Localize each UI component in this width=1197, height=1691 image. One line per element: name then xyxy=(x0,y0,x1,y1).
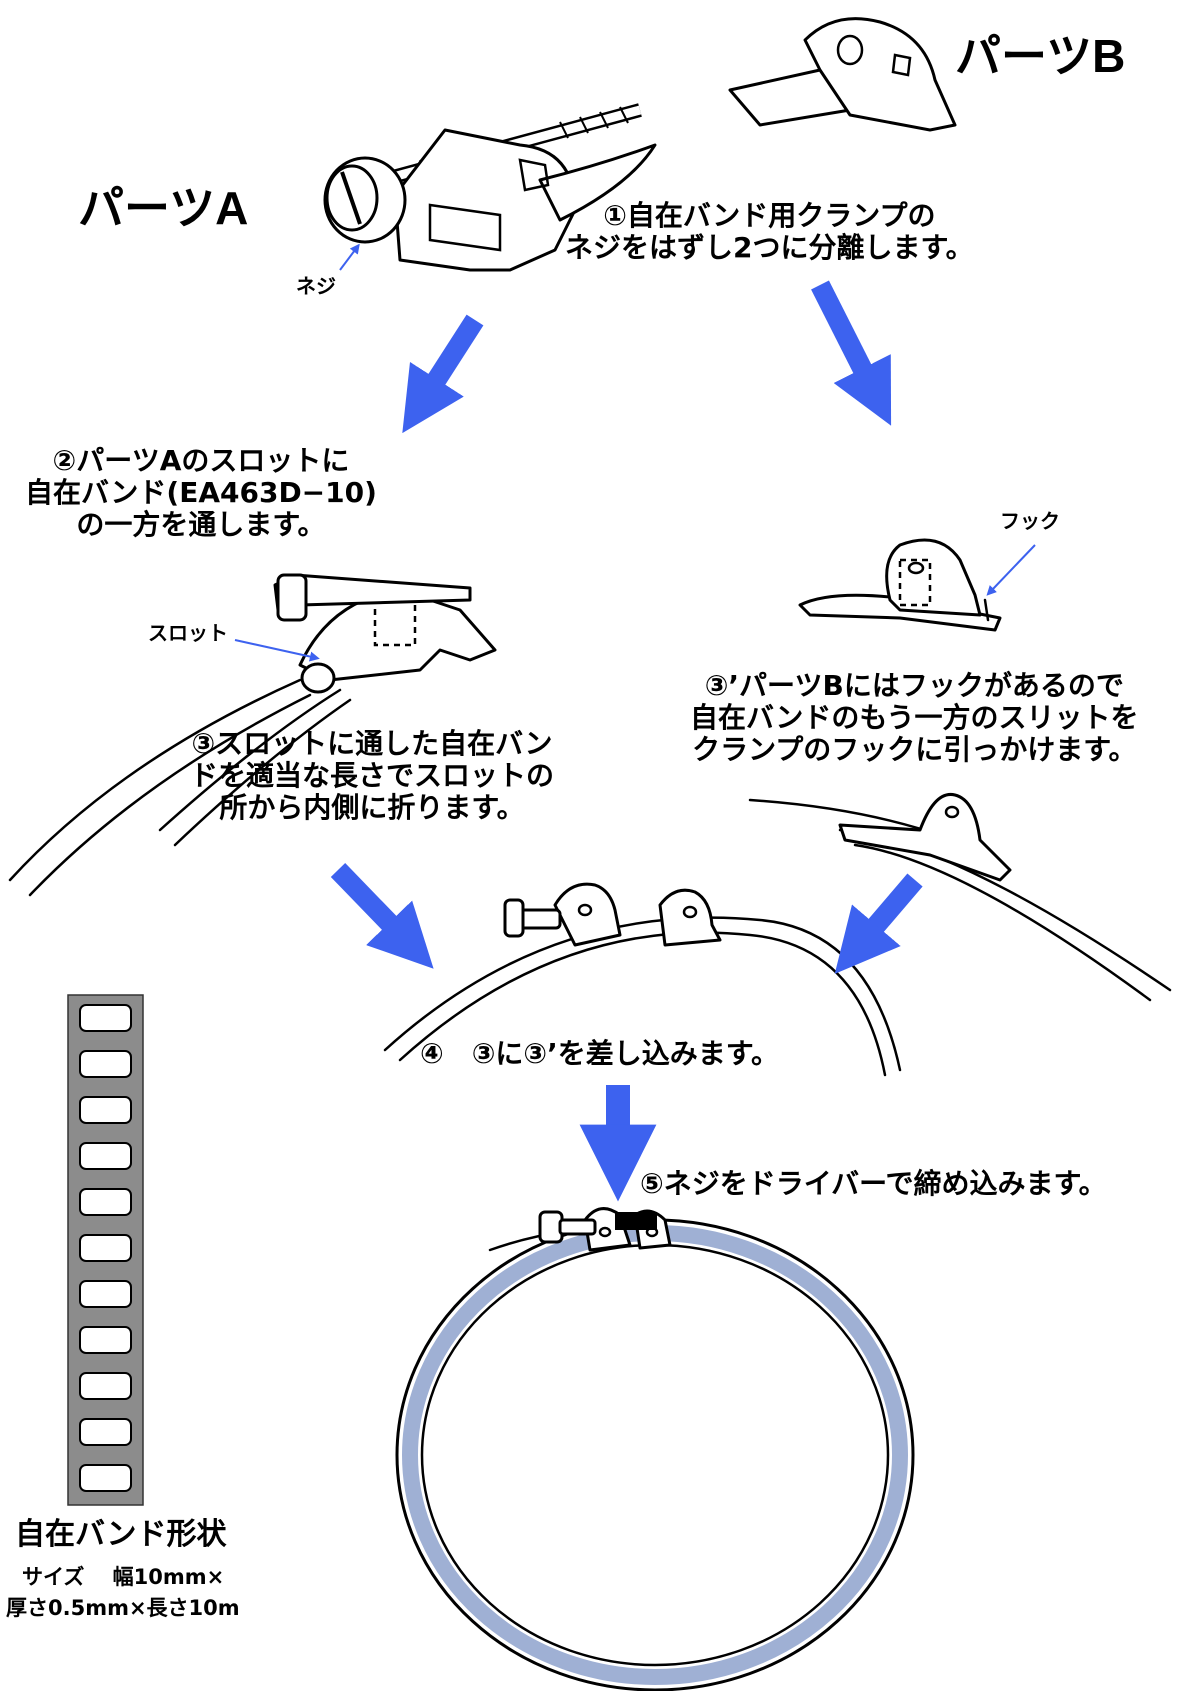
step-3prime-text: ③’パーツBにはフックがあるので 自在バンドのもう一方のスリットを クランプのフ… xyxy=(690,669,1139,767)
part-b-drawing xyxy=(728,17,957,132)
step-2-text: ②パーツAのスロットに 自在バンド(EA463D−10) の一方を通します。 xyxy=(25,444,377,542)
slot-pointer-arrow xyxy=(234,639,320,662)
screw-pointer-arrow xyxy=(339,243,360,271)
band-spec-title: 自在バンド形状 xyxy=(15,1517,227,1552)
part-b-hook-drawing xyxy=(798,538,1002,632)
band-spec-size-1: サイズ 幅10mm× xyxy=(22,1565,225,1589)
flow-arrow-1-to-3prime xyxy=(811,280,892,426)
band-strip xyxy=(67,994,144,1506)
band-spec-size-2: 厚さ0.5mm×長さ10m xyxy=(6,1596,240,1620)
step-3-text: ③スロットに通した自在バン ドを適当な長さでスロットの 所から内側に折ります。 xyxy=(190,727,555,825)
step-5-text: ⑤ネジをドライバーで締め込みます。 xyxy=(640,1167,1107,1200)
flow-arrow-3-to-4 xyxy=(330,863,434,969)
hook-pointer-arrow xyxy=(986,544,1036,596)
hook-label: フック xyxy=(1000,509,1060,533)
slot-label: スロット xyxy=(148,621,228,645)
final-band-ring xyxy=(395,1207,915,1691)
part-a-drawing xyxy=(323,103,657,272)
step-1-text: ①自在バンド用クランプの ネジをはずし2つに分離します。 xyxy=(565,199,974,265)
flow-arrow-3prime-to-4 xyxy=(834,873,923,974)
part-a-label: パーツA xyxy=(78,182,249,234)
part-a-threaded-drawing xyxy=(8,573,497,897)
screw-label: ネジ xyxy=(296,274,336,298)
assembled-clamp-drawing xyxy=(383,882,902,1077)
part-b-band-drawing xyxy=(748,792,1172,1002)
part-b-label: パーツB xyxy=(955,30,1126,82)
flow-arrow-1-to-2 xyxy=(402,314,484,434)
step-4-text: ④ ③に③’を差し込みます。 xyxy=(420,1037,779,1070)
